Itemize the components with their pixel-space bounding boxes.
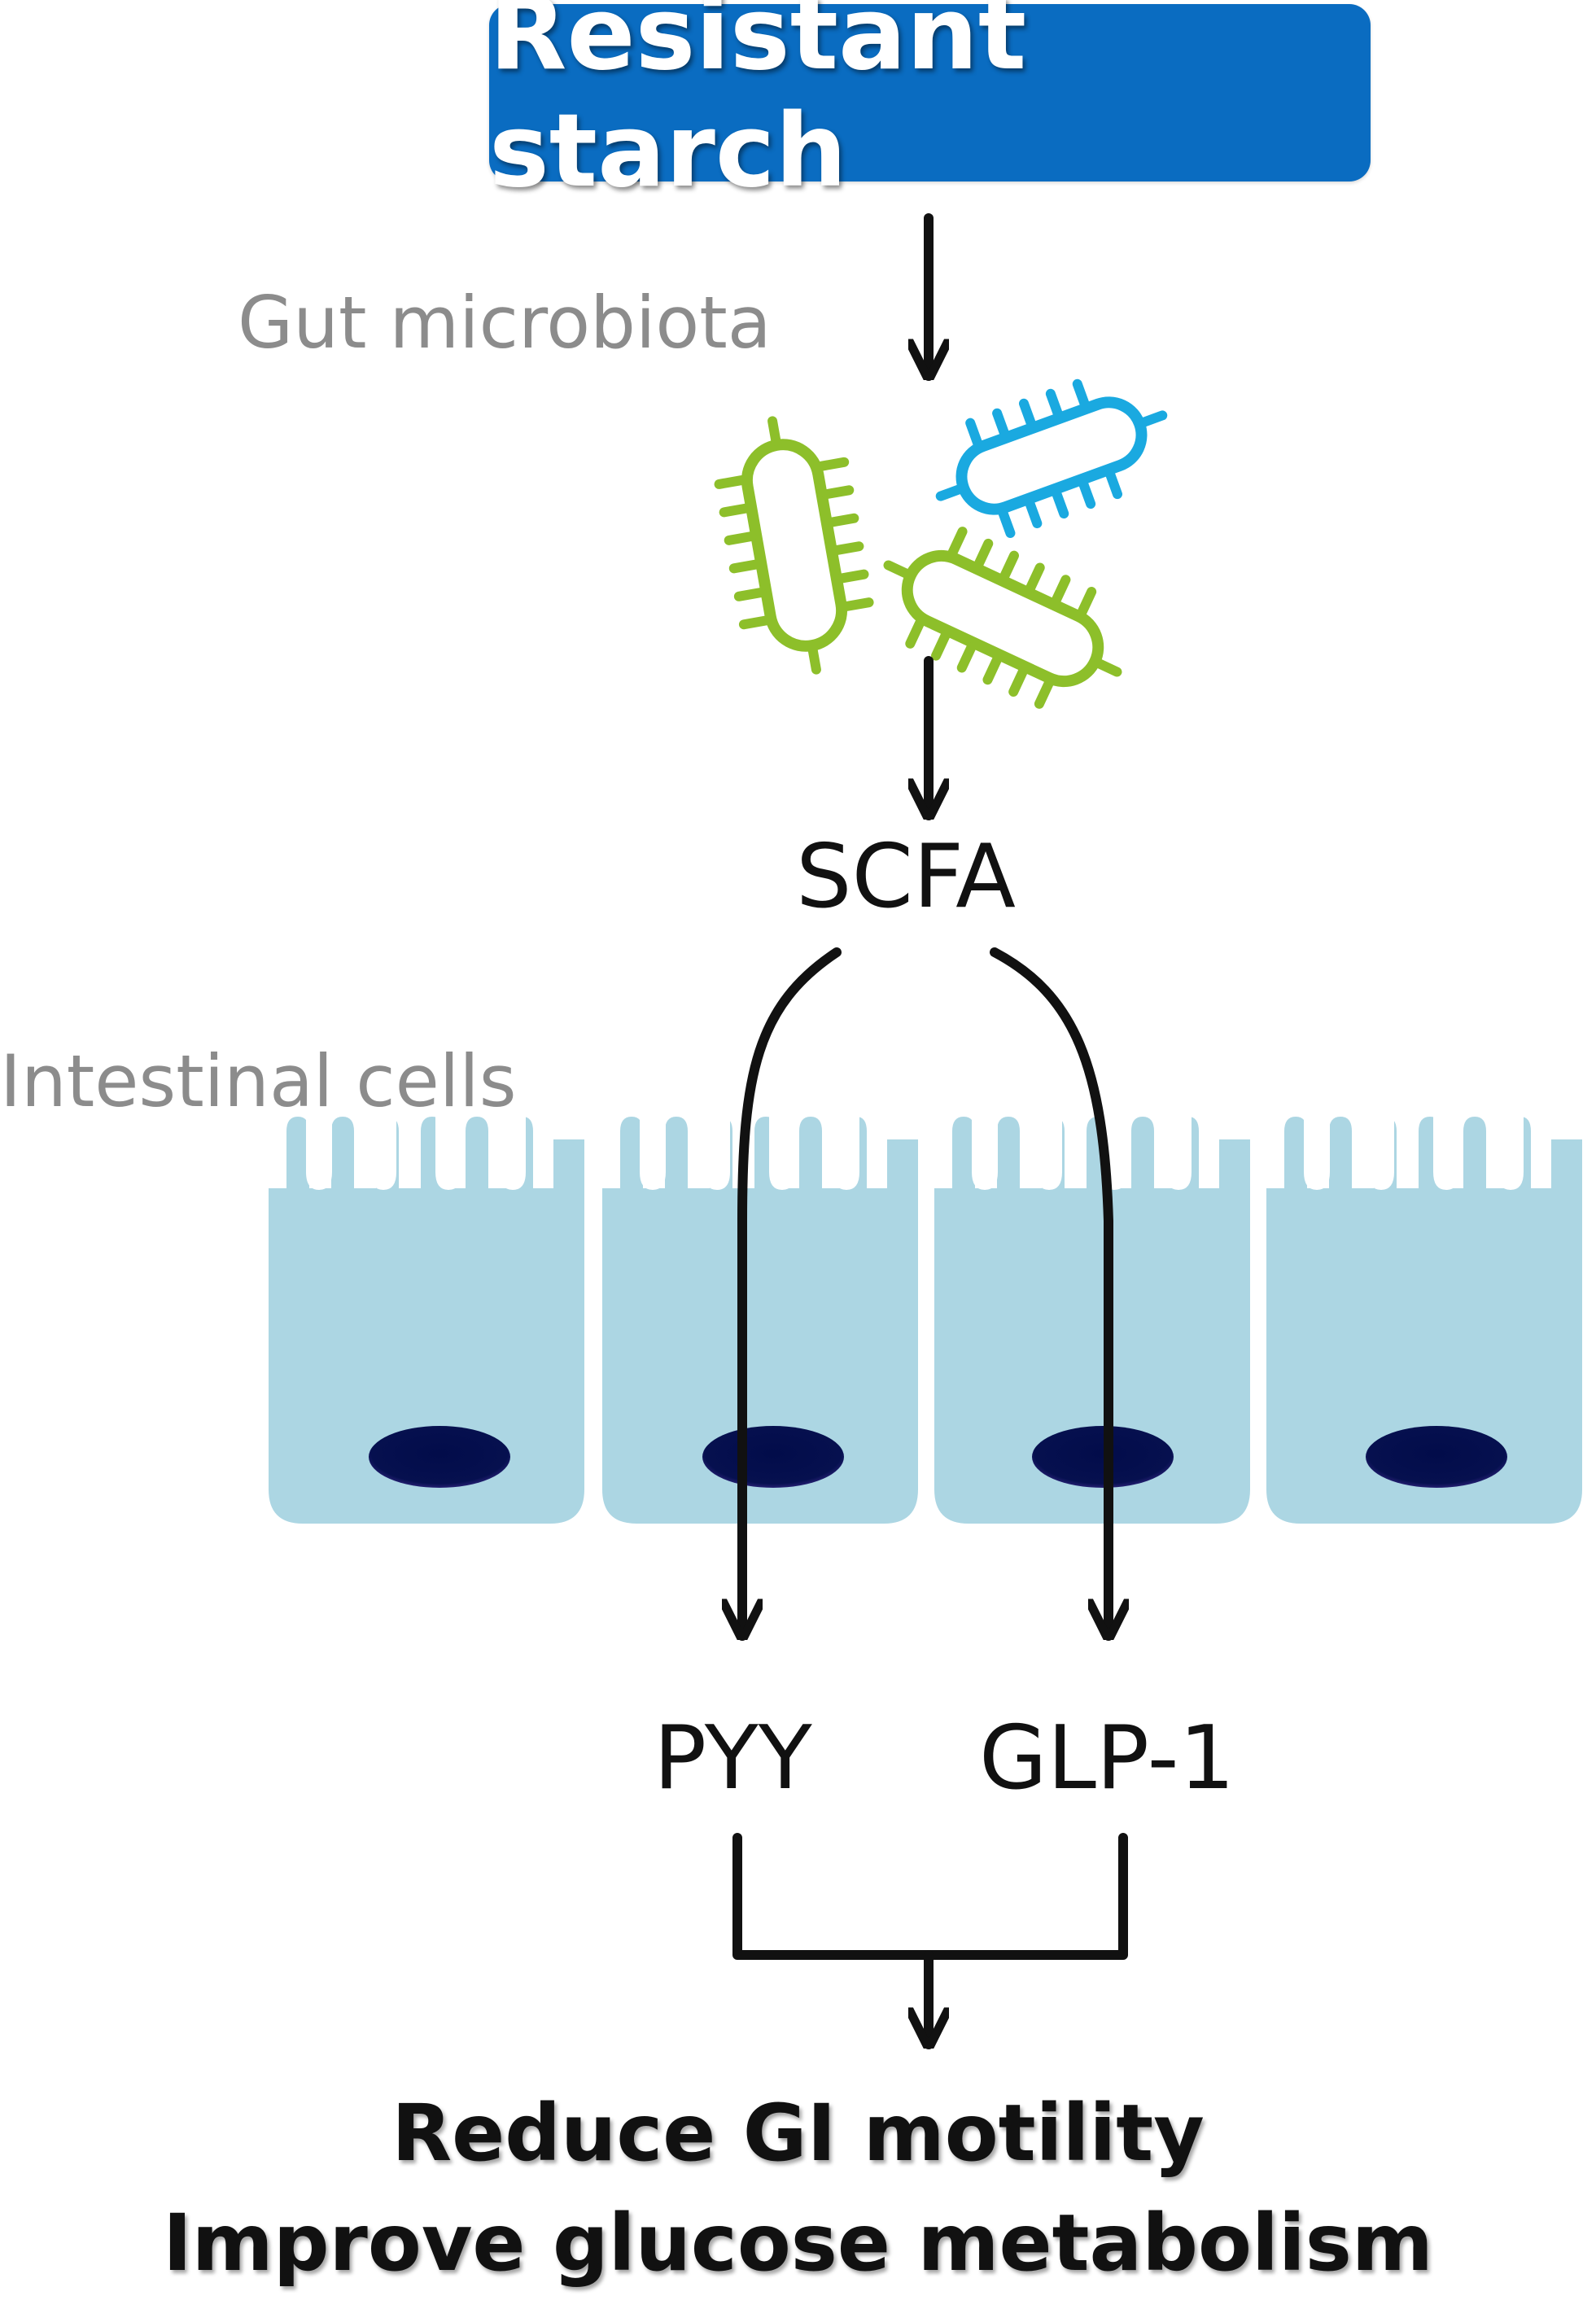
nucleus [1032,1426,1174,1488]
nucleus [369,1426,510,1488]
intestinal-cell [934,1117,1250,1524]
bacterium-icon [935,378,1168,539]
intestinal-cell [269,1117,584,1524]
pyy-label: PYY [654,1708,812,1809]
intestinal-cells-label: Intestinal cells [0,1039,517,1123]
nucleus [1366,1426,1507,1488]
outcome-gi-motility: Reduce GI motility [391,2088,1205,2179]
nuclei [369,1426,1507,1488]
gut-microbiota-label: Gut microbiota [238,281,772,365]
scfa-label: SCFA [796,826,1017,928]
resistant-starch-box: Resistant starch [489,0,1371,210]
bracket-pyy-glp1 [732,1833,1128,1960]
intestinal-cell [1266,1117,1582,1524]
intestinal-cell [602,1117,918,1524]
intestinal-cells [269,1117,1582,1524]
glp1-label: GLP-1 [979,1708,1235,1809]
bacterium-icon [714,416,874,675]
arrow-scfa-to-pyy [742,947,842,1641]
arrow-scfa-to-glp1 [990,947,1108,1641]
outcome-glucose-metabolism: Improve glucose metabolism [163,2197,1433,2289]
resistant-starch-label: Resistant starch [489,0,1027,210]
bacterium-icon [883,527,1122,709]
nucleus [702,1426,844,1488]
